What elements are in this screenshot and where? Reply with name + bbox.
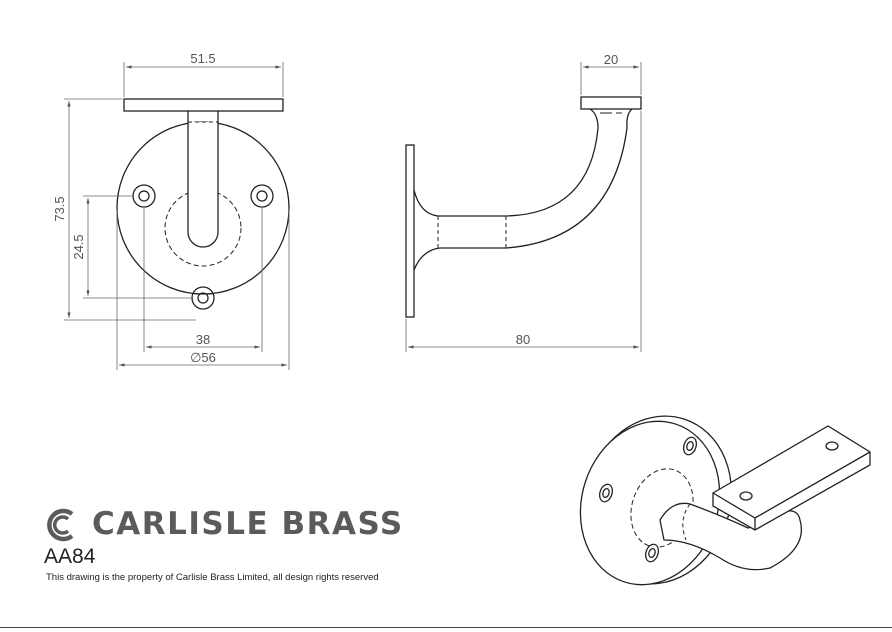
side-arm-top (413, 127, 599, 217)
iso-rail-plate (712, 425, 871, 531)
copyright-notice: This drawing is the property of Carlisle… (46, 572, 379, 583)
carlisle-brass-c-logo-icon (47, 508, 74, 542)
front-rail-plate (123, 98, 284, 112)
dim-plate-depth: 20 (604, 52, 618, 67)
side-wall-plate (405, 144, 415, 318)
iso-rail-hole-1 (739, 491, 753, 501)
dim-hole-vertical: 24.5 (71, 234, 86, 259)
screw-hole-left (132, 184, 156, 208)
isometric-view (579, 415, 871, 586)
front-view (116, 98, 290, 310)
product-code: AA84 (44, 545, 96, 568)
brand-name: CARLISLE BRASS (92, 506, 404, 542)
screw-hole-right (250, 184, 274, 208)
side-dimensions (405, 62, 642, 352)
dim-projection: 80 (516, 332, 530, 347)
side-view (405, 96, 642, 318)
dim-overall-height: 73.5 (52, 196, 67, 221)
side-arm-bottom (413, 127, 628, 271)
dim-hole-horizontal: 38 (196, 332, 210, 347)
front-stem (187, 122, 219, 248)
dim-diameter: ∅56 (190, 350, 216, 365)
iso-arm (659, 502, 802, 571)
side-top-plate (580, 96, 642, 110)
front-dimensions (64, 62, 290, 370)
dim-plate-width: 51.5 (190, 51, 215, 66)
iso-rail-hole-2 (825, 441, 839, 451)
screw-hole-bottom (191, 286, 215, 310)
bottom-border (0, 627, 892, 628)
